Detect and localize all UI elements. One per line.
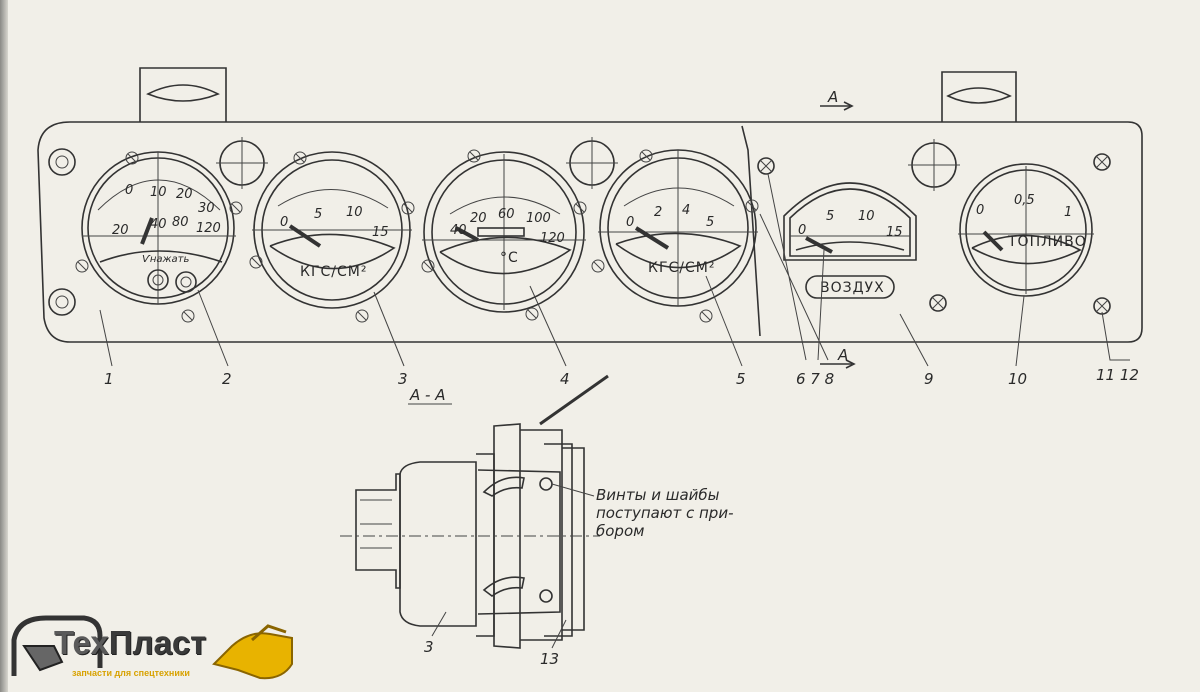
- mounting-hole-1: [216, 137, 268, 189]
- gauge-2-inner-40: 40: [150, 217, 167, 232]
- gauge-2-inner-120: 120: [196, 221, 221, 236]
- gauge-5-scale-2: 2: [654, 205, 662, 220]
- section-note: Винты и шайбы поступают с при- бором: [596, 486, 733, 540]
- panel-subpanel: [741, 125, 761, 337]
- gauge-2-button-right: [175, 271, 197, 293]
- callout-labels: 1 2 3 4 5 6 7 8 9 10 11 12: [104, 366, 1139, 388]
- mounting-hole-3: [908, 139, 960, 191]
- air-label-plate: ВОЗДУХ: [805, 275, 895, 299]
- leader-lines: [99, 173, 1130, 367]
- section-note-line-3: бором: [596, 522, 644, 540]
- gauge-2-scale-20: 20: [176, 187, 193, 202]
- logo-name: ТехПласт: [54, 624, 206, 662]
- panel-bolt-bottom-left: [48, 288, 76, 316]
- callout-4: 4: [560, 370, 570, 388]
- gauge-4-scale-100: 100: [526, 211, 551, 226]
- gauge-7-scale-10: 10: [858, 209, 875, 224]
- section-note-line-2: поступают с при-: [596, 504, 733, 522]
- gauge-4-scale-60: 60: [498, 207, 515, 222]
- section-callout-3: 3: [424, 638, 434, 656]
- callout-3: 3: [398, 370, 408, 388]
- callout-9: 9: [924, 370, 934, 388]
- gauge-3-scale-0: 0: [280, 215, 288, 230]
- gauge-3-scale-10: 10: [346, 205, 363, 220]
- gauge-2-scale-10: 10: [150, 185, 167, 200]
- logo-name-part2: Пласт: [108, 624, 207, 661]
- gauge-2-label: Ѵнажать: [142, 253, 189, 265]
- logo-tagline: запчасти для спецтехники: [72, 668, 190, 678]
- mounting-bracket-left: [139, 67, 227, 122]
- callout-2: 2: [222, 370, 232, 388]
- gauge-5-scale-0: 0: [626, 215, 634, 230]
- gauge-10-scale-05: 0,5: [1014, 193, 1035, 208]
- gauge-10-scale-0: 0: [976, 203, 984, 218]
- gauge-10: 0 0,5 1 ТОПЛИВО: [958, 163, 1094, 297]
- gauge-2-inner-20: 20: [112, 223, 129, 238]
- callout-6-7-8: 6 7 8: [796, 370, 834, 388]
- gauge-10-scale-1: 1: [1064, 205, 1072, 220]
- dial-screws: [75, 149, 759, 323]
- gauge-2-inner-80: 80: [172, 215, 189, 230]
- section-note-line-1: Винты и шайбы: [596, 486, 720, 504]
- gauge-4: 40 20 60 100 120 °С: [422, 151, 586, 313]
- panel-bolt-top-left: [48, 148, 76, 176]
- gauge-2: 0 10 20 30 20 40 80 120 Ѵнажать: [81, 151, 236, 305]
- gauge-3-scale-15: 15: [372, 225, 389, 240]
- gauge-7-scale-15: 15: [886, 225, 903, 240]
- gauge-4-unit: °С: [500, 250, 519, 266]
- svg-text:А: А: [837, 346, 848, 364]
- svg-text:А: А: [827, 88, 838, 106]
- callout-10: 10: [1008, 370, 1027, 388]
- section-mark-bottom: А: [820, 346, 856, 369]
- scan-edge: [0, 0, 8, 692]
- gauge-4-scale-20: 20: [470, 211, 487, 226]
- gauge-4-scale-120: 120: [540, 231, 565, 246]
- section-view: [340, 374, 609, 649]
- gauge-7-scale-5: 5: [826, 209, 834, 224]
- gauge-5-scale-5: 5: [706, 215, 714, 230]
- gauge-5-unit: КГС/СМ²: [648, 260, 715, 276]
- gauge-3: 0 5 10 15 КГС/СМ²: [252, 151, 412, 309]
- logo-name-part1: Тех: [54, 624, 109, 661]
- gauge-3-unit: КГС/СМ²: [300, 264, 367, 280]
- section-callouts: 3 13: [424, 611, 567, 668]
- air-label-text: ВОЗДУХ: [820, 280, 885, 296]
- mounting-hole-2: [566, 137, 618, 189]
- gauge-3-scale-5: 5: [314, 207, 322, 222]
- logo-excavator-icon: [11, 615, 293, 680]
- callout-5: 5: [736, 370, 746, 388]
- gauge-7: 0 5 10 15: [783, 182, 917, 261]
- section-mark-top: А: [820, 88, 854, 111]
- gauge-7-scale-0: 0: [798, 223, 806, 238]
- gauge-5-scale-4: 4: [682, 203, 690, 218]
- gauge-2-scale-30: 30: [198, 201, 215, 216]
- section-view-title: А - А: [408, 386, 452, 405]
- gauge-5: 0 2 4 5 КГС/СМ²: [598, 149, 758, 307]
- gauge-2-scale-0: 0: [125, 183, 133, 198]
- company-logo: ТехПласт запчасти для спецтехники: [6, 618, 306, 688]
- svg-text:А - А: А - А: [409, 386, 445, 404]
- callout-1: 1: [104, 370, 114, 388]
- mounting-bracket-right: [941, 71, 1017, 122]
- gauge-4-scale-40: 40: [450, 223, 467, 238]
- callout-11-12: 11 12: [1096, 366, 1139, 384]
- instrument-panel: [37, 121, 1143, 343]
- section-callout-13: 13: [540, 650, 559, 668]
- gauge-2-button-left: [147, 269, 169, 291]
- gauge-10-label: ТОПЛИВО: [1007, 234, 1087, 250]
